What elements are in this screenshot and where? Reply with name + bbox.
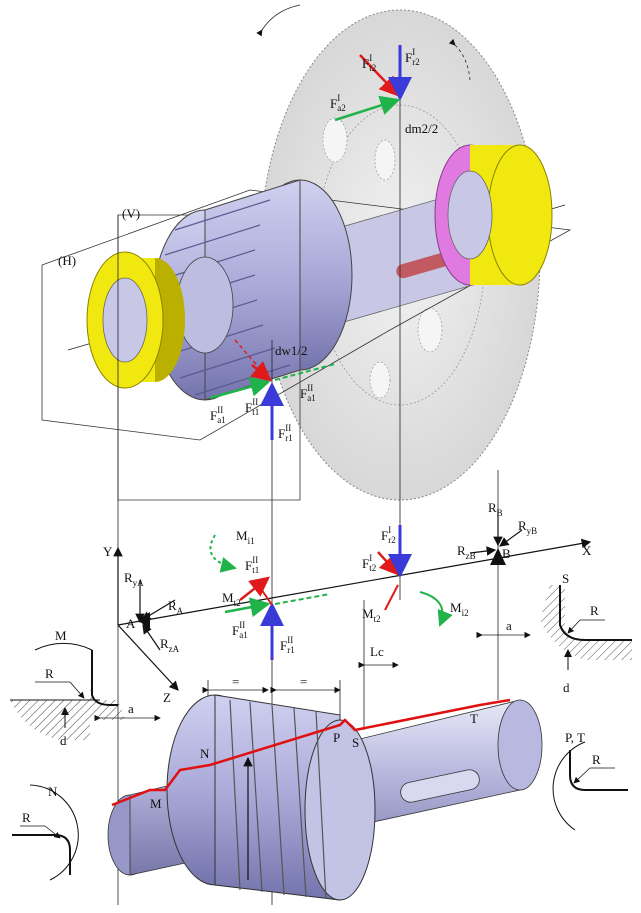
label-mi2: Mi2 <box>450 600 469 618</box>
detail-n-title: N <box>48 784 58 799</box>
scheme-force-ft1 <box>239 576 270 601</box>
label-rb: RB <box>488 500 503 518</box>
horizontal-plane <box>41 189 572 441</box>
detail-m-title: M <box>55 628 67 643</box>
bearing-right <box>434 144 553 286</box>
force-fa2-3d <box>334 95 401 122</box>
detail-pt-r: R <box>592 752 601 767</box>
label-rza: RzA <box>160 636 180 654</box>
detail-pt: P, T R <box>552 730 628 831</box>
detail-n: N R <box>12 784 79 881</box>
scheme-force-fa1 <box>224 597 271 618</box>
shaft-point-p: P <box>333 730 340 745</box>
detail-pt-title: P, T <box>565 730 585 745</box>
dim-lc-label: Lc <box>370 644 384 659</box>
wheel-hole <box>374 139 396 181</box>
plane-v-label: (V) <box>122 206 140 221</box>
detail-m-d: d <box>60 733 67 748</box>
shaft-point-m: M <box>150 796 162 811</box>
pinion-gear-bottom <box>166 694 376 901</box>
detail-s-d: d <box>563 680 570 695</box>
support-b <box>490 548 506 565</box>
label-mt2-left: Mt2 <box>222 590 241 608</box>
label-dw1: dw1/2 <box>275 343 308 358</box>
shaft-point-t: T <box>470 711 478 726</box>
dim-a-right-label: a <box>506 618 512 633</box>
bearing-left <box>86 251 185 389</box>
label-mi1: Mi1 <box>236 528 255 546</box>
label-ryb: RyB <box>518 518 537 536</box>
keyway-bottom <box>400 769 480 803</box>
label-ra: RA <box>168 598 184 616</box>
axis-z <box>117 624 179 691</box>
axis-z-label: Z <box>163 690 171 705</box>
label-mt2-right: Mt2 <box>362 606 381 624</box>
dim-eq-left-label: = <box>232 674 239 689</box>
force-fa1-right-3d <box>274 363 336 381</box>
assembly-3d: (V) (H) <box>41 4 572 905</box>
scheme-force-ft2 <box>377 551 400 576</box>
wheel-hole <box>369 361 391 399</box>
detail-m-r: R <box>45 666 54 681</box>
force-fa1-left-3d <box>209 377 271 400</box>
label-rya: RyA <box>124 570 144 588</box>
label-rzb: RzB <box>457 543 476 561</box>
profile-line <box>111 698 511 807</box>
detail-s-title: S <box>562 571 569 586</box>
detail-n-r: R <box>22 810 31 825</box>
point-b-label: B <box>502 546 511 561</box>
point-a-label: A <box>126 616 136 631</box>
wheel-hole <box>417 307 443 353</box>
shaft-bottom: M N P S T <box>107 694 543 901</box>
dim-eq-right-label: = <box>300 674 307 689</box>
axis-x-label: X <box>582 543 592 558</box>
detail-s: S R d <box>540 571 632 695</box>
shaft-point-s: S <box>352 735 359 750</box>
pinion-radius-line <box>234 339 269 379</box>
detail-m: M R d <box>10 628 125 748</box>
label-dm2: dm2/2 <box>405 121 438 136</box>
shaft-point-n: N <box>200 746 210 761</box>
axis-y-label: Y <box>103 544 113 559</box>
moment-mi2-arrow <box>419 591 453 627</box>
wheel-hole <box>322 117 348 163</box>
dim-a-left-label: a <box>128 701 134 716</box>
plane-h-label: (H) <box>58 253 76 268</box>
moment-mi1-arrow <box>209 534 237 573</box>
axis-x <box>117 538 592 626</box>
detail-s-r: R <box>590 603 599 618</box>
